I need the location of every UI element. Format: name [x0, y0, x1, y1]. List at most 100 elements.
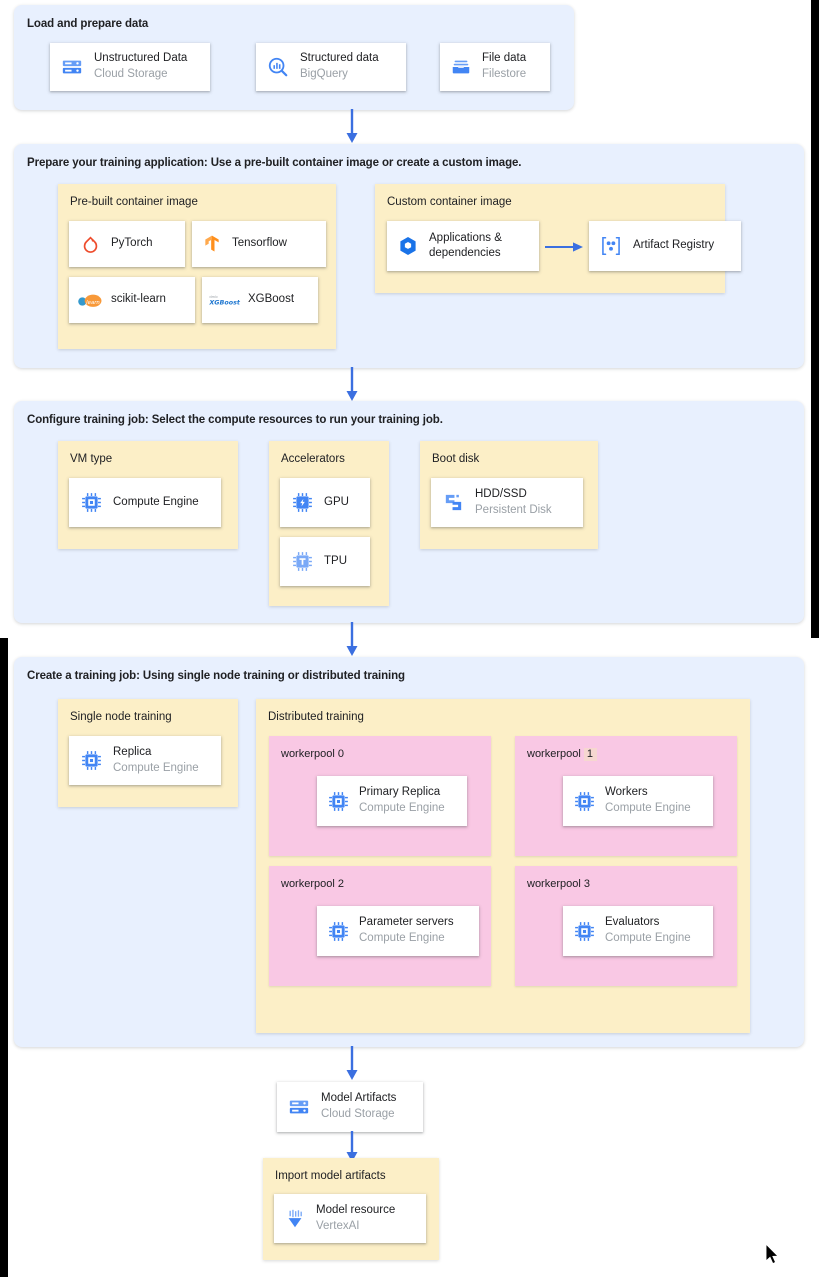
stage-title: Create a training job: Using single node…	[27, 670, 405, 682]
card-text: Unstructured Data Cloud Storage	[94, 51, 187, 82]
card-text: Workers Compute Engine	[605, 785, 691, 816]
pool-label: workerpool	[281, 878, 335, 890]
card-persistent-disk[interactable]: HDD/SSD Persistent Disk	[431, 478, 583, 527]
card-gpu[interactable]: GPU	[280, 478, 370, 527]
tensorflow-icon	[192, 234, 232, 254]
card-unstructured-data[interactable]: Unstructured Data Cloud Storage	[50, 43, 210, 91]
card-parameter-servers[interactable]: Parameter servers Compute Engine	[317, 906, 487, 964]
pool-title: workerpool 0	[269, 736, 491, 760]
pool-workerpool-0: workerpool 0	[269, 736, 491, 856]
card-title: scikit-learn	[111, 293, 166, 306]
svg-text:XGBoost: XGBoost	[208, 298, 240, 306]
card-text: Compute Engine	[113, 495, 199, 511]
group-title: Import model artifacts	[275, 1170, 386, 1182]
card-text: Tensorflow	[232, 236, 287, 252]
left-edge-bar	[0, 638, 8, 1277]
card-primary-replica[interactable]: Primary Replica Compute Engine	[317, 776, 475, 834]
pool-index: 3	[583, 878, 590, 890]
scikit-learn-icon: learn	[69, 291, 111, 309]
card-subtitle: Compute Engine	[605, 932, 691, 944]
cpu-icon	[69, 749, 113, 772]
card-subtitle: Compute Engine	[359, 802, 445, 814]
stage-title: Load and prepare data	[27, 18, 149, 30]
card-subtitle: Compute Engine	[605, 802, 691, 814]
card-text: Evaluators Compute Engine	[605, 915, 691, 946]
card-text: HDD/SSD Persistent Disk	[475, 487, 552, 518]
card-title: Applications & dependencies	[429, 232, 502, 259]
card-title: TPU	[324, 554, 347, 567]
card-subtitle: Cloud Storage	[321, 1108, 395, 1120]
card-scikit-learn[interactable]: learn scikit-learn	[69, 277, 195, 323]
group-title: Distributed training	[268, 711, 364, 723]
card-text: Artifact Registry	[633, 238, 714, 254]
pool-label: workerpool	[527, 878, 581, 890]
card-workers[interactable]: Workers Compute Engine	[563, 776, 721, 834]
group-boot-disk: Boot disk HDD/SSD Persistent Disk	[420, 441, 598, 549]
group-single-node-training: Single node training	[58, 699, 238, 807]
card-applications-and-dependencies[interactable]: Applications & dependencies	[387, 221, 539, 271]
card-title: GPU	[324, 495, 349, 508]
pool-workerpool-3: workerpool 3	[515, 866, 737, 986]
card-artifact-registry[interactable]: Artifact Registry	[589, 221, 741, 271]
card-title: XGBoost	[248, 293, 295, 306]
cloud-storage-icon	[277, 1096, 321, 1118]
card-text: Replica Compute Engine	[113, 745, 199, 776]
svg-text:dmlc: dmlc	[209, 295, 218, 299]
connector-create-to-artifacts	[338, 1046, 366, 1087]
card-title: Replica	[113, 745, 152, 758]
mouse-pointer-cursor	[765, 1242, 781, 1271]
cpu-icon	[563, 920, 605, 943]
card-text: GPU	[324, 495, 349, 511]
card-model-resource[interactable]: Model resource VertexAI	[274, 1194, 426, 1243]
card-evaluators[interactable]: Evaluators Compute Engine	[563, 906, 721, 964]
card-text: scikit-learn	[111, 292, 166, 308]
cpu-icon	[563, 790, 605, 813]
group-title: Pre-built container image	[70, 196, 198, 208]
vertex-ai-icon	[274, 1208, 316, 1230]
card-tensorflow[interactable]: Tensorflow	[192, 221, 326, 267]
card-title: Tensorflow	[232, 237, 287, 250]
card-title: Model resource	[316, 1203, 396, 1216]
connector-artifacts-to-import	[338, 1131, 366, 1169]
card-pytorch[interactable]: PyTorch	[69, 221, 185, 267]
group-title: VM type	[70, 453, 113, 465]
card-model-artifacts[interactable]: Model Artifacts Cloud Storage	[277, 1082, 423, 1132]
card-text: Model resource VertexAI	[316, 1203, 395, 1234]
pool-label: workerpool	[527, 748, 581, 760]
cpu-icon	[69, 491, 113, 514]
cpu-icon	[317, 790, 359, 813]
card-file-data[interactable]: File data Filestore	[440, 43, 550, 91]
pool-workerpool-2: workerpool 2	[269, 866, 491, 986]
connector-load-to-prepare	[338, 109, 366, 150]
card-title: Compute Engine	[113, 495, 199, 508]
persistent-disk-icon	[431, 491, 475, 514]
card-title: Parameter servers	[359, 916, 454, 929]
card-tpu[interactable]: TPU	[280, 537, 370, 586]
right-edge-bar	[811, 0, 819, 638]
card-text: TPU	[324, 554, 347, 570]
card-title: PyTorch	[111, 237, 153, 250]
group-title: Accelerators	[281, 453, 345, 465]
card-compute-engine[interactable]: Compute Engine	[69, 478, 221, 527]
pool-index: 1	[583, 748, 597, 761]
group-custom-container-image: Custom container image Applications & de…	[375, 184, 741, 293]
card-subtitle: VertexAI	[316, 1219, 360, 1232]
gpu-icon	[280, 491, 324, 514]
pool-index: 2	[337, 878, 344, 890]
card-title: File data	[482, 52, 527, 65]
pool-title: workerpool 3	[515, 866, 737, 890]
card-structured-data[interactable]: Structured data BigQuery	[256, 43, 406, 91]
card-title: Unstructured Data	[94, 52, 188, 65]
pool-title: workerpool 1	[515, 736, 737, 761]
pool-index: 0	[337, 748, 344, 760]
stage-load-and-prepare-data: Load and prepare data Unstructured Data …	[14, 5, 574, 110]
card-xgboost[interactable]: dmlc XGBoost XGBoost	[202, 277, 318, 323]
card-text: XGBoost	[248, 292, 294, 308]
group-import-model-artifacts: Import model artifacts Model resource Ve…	[263, 1158, 439, 1260]
connector-configure-to-create	[338, 622, 366, 663]
cpu-icon	[317, 920, 359, 943]
group-title: Boot disk	[432, 453, 480, 465]
card-title: Model Artifacts	[321, 1092, 397, 1105]
card-replica[interactable]: Replica Compute Engine	[69, 736, 221, 785]
stage-title: Configure training job: Select the compu…	[27, 414, 443, 426]
